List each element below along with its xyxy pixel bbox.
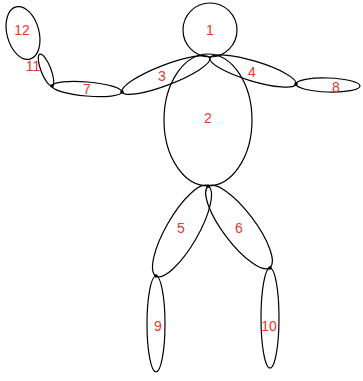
- joint-dot: [154, 274, 158, 278]
- callout-number: 10: [261, 319, 277, 333]
- callout-number: 6: [235, 221, 243, 235]
- thigh-ellipse: [195, 177, 282, 278]
- forearm-ellipse: [52, 79, 123, 99]
- joint-dot: [268, 266, 272, 270]
- joint-dot: [206, 184, 210, 188]
- callout-number: 9: [154, 319, 162, 333]
- joint-dot: [120, 90, 124, 94]
- joint-dot: [294, 82, 298, 86]
- callout-number: 5: [177, 221, 185, 235]
- hand-ellipse: [1, 3, 46, 63]
- forearm-ellipse: [296, 77, 360, 93]
- callout-number: 11: [26, 59, 41, 73]
- shin-ellipse: [261, 268, 279, 368]
- joint-dot: [50, 84, 54, 88]
- torso-ellipse: [164, 54, 252, 186]
- thigh-ellipse: [142, 178, 222, 284]
- shin-ellipse: [147, 276, 165, 372]
- callout-number: 12: [14, 23, 30, 37]
- head-circle: [183, 3, 237, 57]
- callout-number: 8: [332, 80, 340, 94]
- callout-number: 4: [248, 65, 256, 79]
- callout-number: 1: [206, 23, 214, 37]
- upper-arm-ellipse: [119, 49, 214, 101]
- upper-arm-ellipse: [207, 48, 299, 93]
- callout-number: 3: [158, 69, 166, 83]
- callout-number: 7: [83, 82, 91, 96]
- callout-number: 2: [204, 111, 212, 125]
